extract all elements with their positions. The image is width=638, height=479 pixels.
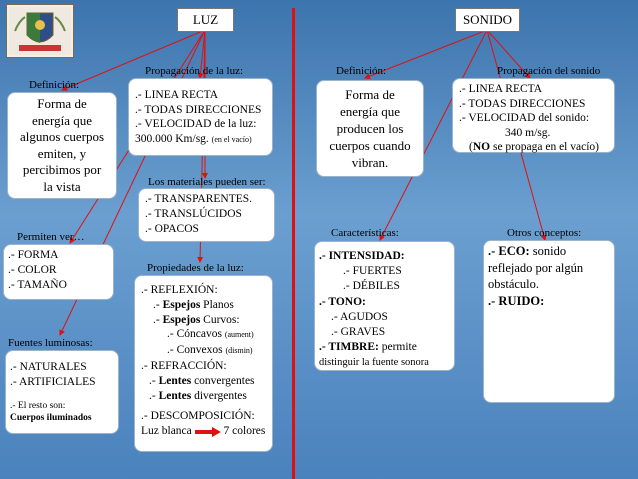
luz-definicion-line: la vista [43,178,81,194]
iluminados-text: Cuerpos iluminados [10,413,92,423]
luz-propagacion-line: .- VELOCIDAD de la luz: [135,118,257,130]
luz-fuentes-label: Fuentes luminosas: [8,337,93,349]
sonido-otros-label: Otros conceptos: [507,227,582,239]
arrow-sonido-caracteristicas [379,29,488,241]
right-arrow-icon [194,426,221,437]
sonido-otros-box: .- ECO: sonido reflejado por algún obstá… [483,240,615,403]
sonido-title: SONIDO [455,8,520,32]
luz-material-item: .- TRANSLÚCIDOS [145,208,242,220]
fuentes-item: .- ARTIFICIALES [10,376,96,388]
luz-material-item: .- TRANSPARENTES. [145,193,253,205]
reflexion-text: .- REFLEXIÓN: [141,284,218,296]
siete-colores-text: 7 colores [223,425,266,438]
refraccion-text: .- REFRACCIÓN: [141,359,227,372]
concavos-note: (aument) [224,330,254,340]
luz-material-item: .- OPACOS [145,223,199,235]
lentes-div-prefix: .- [149,389,159,402]
espejos-curvos-bold: Espejos [162,313,201,326]
arrow-luz-definicion [61,29,206,91]
sonido-propagacion-box: .- LINEA RECTA .- TODAS DIRECCIONES .- V… [452,78,615,153]
divider-bar [292,8,295,479]
eco-bold: .- ECO: [488,244,530,258]
no-propaga-open: ( [469,141,473,153]
sonido-propagacion-line: .- VELOCIDAD del sonido: [459,112,590,124]
tono-text: .- TONO: [319,295,366,308]
luz-velocidad-value: 300.000 Km/sg. [135,132,209,145]
sonido-propagacion-line: .- LINEA RECTA [459,83,543,95]
ruido-text: .- RUIDO: [488,293,545,308]
eco-text: sonido [529,244,567,258]
sonido-definicion-line: energía que [339,104,401,119]
no-propaga-text: se propaga en el vacío) [490,141,599,153]
sonido-definicion-line: cuerpos cuando [329,138,411,153]
sonido-definicion-label: Definición: [336,65,387,77]
sonido-definicion-line: vibran. [351,155,389,170]
luz-permiten-label: Permiten ver… [17,231,85,243]
lentes-div-text: divergentes [191,389,247,402]
sonido-propagacion-line: .- TODAS DIRECCIONES [459,97,586,110]
eco-line: reflejado por algún [488,260,584,275]
lentes-conv-text: convergentes [191,374,255,387]
luz-propagacion-line: .- TODAS DIRECCIONES [135,103,262,116]
espejos-planos-prefix: .- [153,298,163,311]
arrow-sonido-definicion [364,29,488,79]
espejos-curvos-text: Curvos: [200,313,240,326]
luz-blanca-text: Luz blanca [141,425,192,438]
luz-propagacion-label: Propagación de la luz: [145,65,244,77]
luz-materiales-label: Los materiales pueden ser: [148,176,266,188]
timbre-text2: distinguir la fuente sonora [319,357,429,369]
espejos-curvos-prefix: .- [153,313,163,326]
luz-definicion-line: algunos cuerpos [19,129,105,144]
sonido-caracteristicas-box: .- INTENSIDAD: .- FUERTES .- DÉBILES .- … [314,241,455,371]
debiles-text: .- DÉBILES [343,280,400,293]
luz-propiedades-label: Propiedades de la luz: [147,262,244,274]
luz-materiales-box: .- TRANSPARENTES. .- TRANSLÚCIDOS .- OPA… [138,188,275,242]
luz-definicion-line: emiten, y [37,145,87,161]
arrow-sonido-propagacion [486,29,531,79]
graves-text: .- GRAVES [331,326,386,339]
convexos-text: .- Convexos [167,344,223,357]
luz-definicion-line: Forma de [37,96,87,111]
descomposicion-text: .- DESCOMPOSICIÓN: [141,410,255,423]
timbre-text: permite [378,341,417,354]
sonido-propagacion-label: Propagación del sonido [497,65,601,77]
luz-definicion-line: percibimos por [22,162,102,177]
timbre-bold: .- TIMBRE: [319,341,379,354]
espejos-planos-text: Planos [200,298,234,311]
fuentes-item: .- NATURALES [10,361,87,373]
sonido-caracteristicas-label: Características: [331,227,399,239]
luz-permiten-box: .- FORMA .- COLOR .- TAMAÑO [3,244,114,300]
school-logo [6,4,74,58]
resto-text: .- El resto son: [10,401,66,411]
arrow-luz-propagacion [197,29,206,79]
lentes-conv-prefix: .- [149,374,159,387]
no-propaga-bold: NO [472,141,491,153]
sonido-definicion-line: Forma de [345,87,395,102]
sonido-definicion-line: producen los [336,121,404,136]
luz-definicion-label: Definición: [29,79,80,91]
luz-velocidad-note: (en el vacío) [211,134,252,144]
luz-propagacion-box: .- LINEA RECTA .- TODAS DIRECCIONES .- V… [128,78,273,156]
luz-permiten-item: .- FORMA [8,249,59,261]
espejos-planos-bold: Espejos [162,298,201,311]
luz-title: LUZ [177,8,234,32]
luz-propiedades-box: .- REFLEXIÓN: .- Espejos Planos .- Espej… [134,275,273,452]
agudos-text: .- AGUDOS [331,310,388,323]
intensidad-text: .- INTENSIDAD: [319,250,405,262]
sonido-velocidad-value: 340 m/sg. [505,126,551,139]
luz-fuentes-box: .- NATURALES .- ARTIFICIALES .- El resto… [5,350,119,434]
sonido-definicion-box: Forma de energía que producen los cuerpo… [316,80,424,177]
luz-permiten-item: .- TAMAÑO [8,279,67,291]
eco-line: obstáculo. [488,277,540,291]
fuertes-text: .- FUERTES [343,265,402,278]
lentes-conv-bold: Lentes [158,374,192,387]
lentes-div-bold: Lentes [158,389,192,402]
luz-definicion-line: energía que [31,112,93,128]
concavos-text: .- Cóncavos [167,328,222,341]
luz-definicion-box: Forma de energía que algunos cuerpos emi… [7,92,117,199]
convexos-note: (dismin) [225,346,253,356]
luz-propagacion-line: .- LINEA RECTA [135,89,219,101]
luz-permiten-item: .- COLOR [8,264,57,276]
